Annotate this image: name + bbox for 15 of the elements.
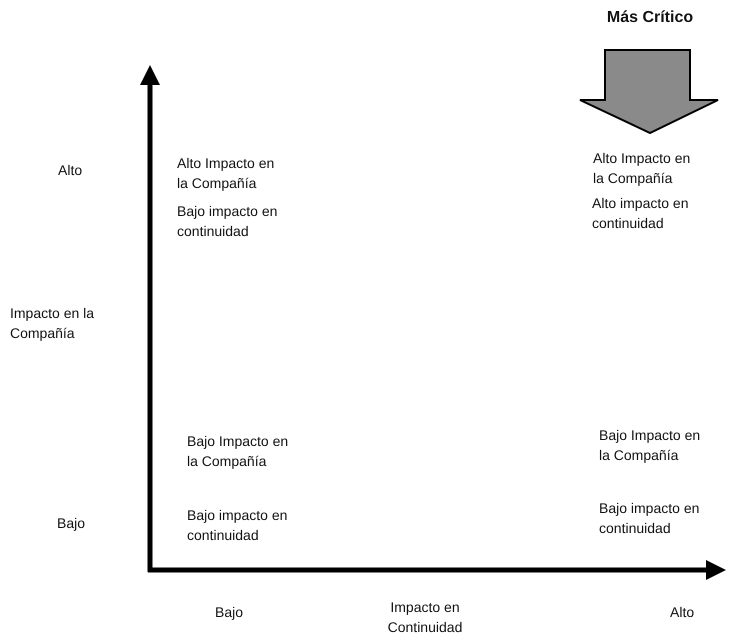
quadrant-text: Bajo impacto en continuidad xyxy=(599,499,700,538)
quadrant-text: Bajo Impacto en la Compañía xyxy=(599,426,702,465)
arrow-caption: Más Crítico xyxy=(606,8,694,28)
quadrant-text: Alto impacto en continuidad xyxy=(592,194,690,233)
quadrant-text: Bajo impacto en continuidad xyxy=(187,506,288,545)
quadrant-text: Alto Impacto en la Compañía xyxy=(593,149,692,188)
quadrant-text: Bajo Impacto en la Compañía xyxy=(187,432,290,471)
quadrant-text: Alto Impacto en la Compañía xyxy=(177,154,276,193)
axis-tick-label: Alto xyxy=(58,161,82,180)
axis-title: Impacto en Continuidad xyxy=(386,598,464,637)
axis-tick-label: Bajo xyxy=(215,603,244,622)
quadrant-text: Bajo impacto en continuidad xyxy=(177,202,278,241)
axis-tick-label: Alto xyxy=(670,603,694,622)
axis-tick-label: Bajo xyxy=(57,514,86,533)
axis-title: Impacto en la Compañía xyxy=(10,304,96,343)
